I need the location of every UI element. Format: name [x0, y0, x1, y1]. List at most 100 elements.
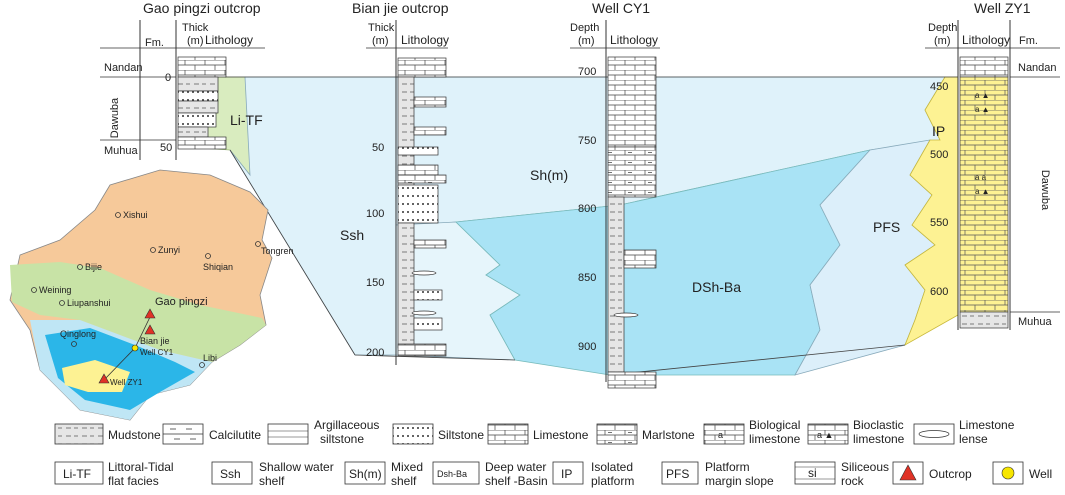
map-city-libi: Libi: [203, 353, 217, 363]
map-city-shiqian: Shiqian: [203, 262, 233, 272]
label-pfs: PFS: [873, 219, 900, 235]
bian-tick-50: 50: [372, 142, 384, 154]
map-city-tongren: Tongren: [261, 246, 294, 256]
zy1-tick-450: 450: [930, 81, 948, 93]
mudstone-icon: [54, 423, 104, 445]
base-correlation-line-left: [229, 149, 356, 356]
bian-jie-column: Bian jie outcrop Thick (m) Lithology 50 …: [352, 0, 449, 365]
svg-text:a ▲: a ▲: [975, 105, 990, 114]
zy1-fm-nandan: Nandan: [1018, 62, 1057, 74]
svg-text:Isolated: Isolated: [591, 460, 633, 474]
bian-lith-header: Lithology: [401, 33, 449, 47]
well-cy1-column: Well CY1 Depth (m) Lithology 700 750 800…: [570, 0, 660, 389]
siltstone-icon: [392, 423, 434, 445]
svg-text:a: a: [718, 430, 723, 440]
limestone-icon: [487, 423, 529, 445]
legend-argillaceous-1: Argillaceous: [314, 418, 379, 432]
legend-well: Well: [1029, 467, 1052, 481]
facies-isolated-platform-area: [904, 76, 959, 346]
zy1-fm-dawuba: Dawuba: [1039, 170, 1051, 211]
legend-code-li-tf: Li-TF: [63, 467, 91, 481]
legend-biological-2: limestone: [749, 432, 801, 446]
legend-lense-1: Limestone: [959, 418, 1015, 432]
label-sh-m: Sh(m): [530, 167, 568, 183]
legend-marlstone: Marlstone: [642, 428, 695, 442]
svg-text:a a: a a: [975, 173, 987, 182]
base-correlation-line-right: [609, 344, 906, 376]
map-city-zunyi: Zunyi: [158, 245, 180, 255]
biological-limestone-icon: [703, 423, 745, 445]
label-dsh-ba: DSh-Ba: [692, 279, 741, 295]
gao-fm-muhua: Muhua: [104, 145, 139, 157]
zy1-fm-muhua: Muhua: [1018, 316, 1053, 328]
legend-code-ssh: Ssh: [220, 467, 241, 481]
outcrop-icon: [98, 373, 110, 384]
gao-tick-50: 50: [160, 142, 172, 154]
svg-text:a ▲: a ▲: [975, 187, 990, 196]
map-site-well-cy1: Well CY1: [140, 348, 174, 357]
gao-lith-header: Lithology: [205, 33, 253, 47]
gao-fm-nandan: Nandan: [104, 62, 143, 74]
label-ssh: Ssh: [340, 227, 364, 243]
well-zy1-column: Well ZY1 Depth (m) Lithology Fm. Nandan …: [925, 0, 1060, 330]
legend-lense-2: lense: [959, 432, 988, 446]
svg-text:Deep water: Deep water: [485, 460, 546, 474]
svg-text:(m): (m): [578, 35, 595, 47]
svg-text:Depth: Depth: [570, 22, 599, 34]
svg-text:(m): (m): [934, 35, 951, 47]
gao-title: Gao pingzi outcrop: [143, 0, 261, 16]
svg-text:shelf: shelf: [259, 474, 285, 488]
legend-row-2: Li-TF Littoral-Tidal flat facies Ssh Sha…: [54, 460, 1052, 488]
gao-pingzi-column: Gao pingzi outcrop Fm. Thick (m) Litholo…: [100, 0, 265, 160]
cy1-tick-800: 800: [578, 203, 596, 215]
legend-code-ip: IP: [561, 467, 572, 481]
svg-text:a ▲: a ▲: [817, 430, 833, 440]
svg-text:Mixed: Mixed: [391, 460, 423, 474]
svg-text:flat facies: flat facies: [108, 474, 159, 488]
zy1-tick-550: 550: [930, 217, 948, 229]
marlstone-icon: [596, 423, 638, 445]
bioclastic-limestone-icon: [807, 423, 849, 445]
zy1-tick-600: 600: [930, 286, 948, 298]
svg-text:margin slope: margin slope: [705, 474, 774, 488]
argillaceous-siltstone-icon: [267, 423, 309, 445]
legend-row-1: Mudstone Calcilutite Argillaceous siltst…: [54, 418, 1015, 446]
outcrop-icon: [144, 324, 156, 335]
map-site-gao-pingzi: Gao pingzi: [155, 296, 208, 308]
svg-text:platform: platform: [591, 474, 634, 488]
svg-text:Thick: Thick: [182, 22, 209, 34]
zy1-title: Well ZY1: [974, 0, 1031, 16]
bian-tick-150: 150: [366, 277, 384, 289]
map-site-bian-jie: Bian jie: [140, 336, 170, 346]
legend-code-sh-m: Sh(m): [349, 467, 382, 481]
bian-title: Bian jie outcrop: [352, 0, 449, 16]
well-icon: [1001, 466, 1015, 480]
cy1-lith-header: Lithology: [610, 33, 658, 47]
outcrop-icon: [144, 308, 156, 319]
svg-text:Littoral-Tidal: Littoral-Tidal: [108, 460, 174, 474]
svg-text:rock: rock: [841, 474, 865, 488]
legend-bioclastic-2: limestone: [853, 432, 905, 446]
svg-text:(m): (m): [187, 35, 204, 47]
legend-code-pfs: PFS: [666, 467, 689, 481]
legend-outcrop: Outcrop: [929, 467, 972, 481]
legend-code-dsh-ba: Dsh-Ba: [437, 469, 467, 479]
cy1-tick-850: 850: [578, 272, 596, 284]
cy1-tick-900: 900: [578, 341, 596, 353]
cy1-tick-750: 750: [578, 135, 596, 147]
bian-tick-100: 100: [366, 208, 384, 220]
legend-siltstone: Siltstone: [438, 428, 484, 442]
svg-text:Depth: Depth: [928, 22, 957, 34]
map-city-bijie: Bijie: [85, 262, 102, 272]
base-correlation-line-mid: [354, 354, 516, 361]
gao-fm-header: Fm.: [145, 37, 164, 49]
legend-mudstone: Mudstone: [108, 428, 161, 442]
svg-text:a ▲: a ▲: [975, 91, 990, 100]
cy1-title: Well CY1: [592, 0, 650, 16]
bian-tick-200: 200: [366, 347, 384, 359]
map-green-shelf: [10, 262, 266, 362]
outcrop-icon: [899, 464, 917, 481]
map-site-well-zy1: Well ZY1: [110, 378, 143, 387]
map-city-xishui: Xishui: [123, 210, 148, 220]
